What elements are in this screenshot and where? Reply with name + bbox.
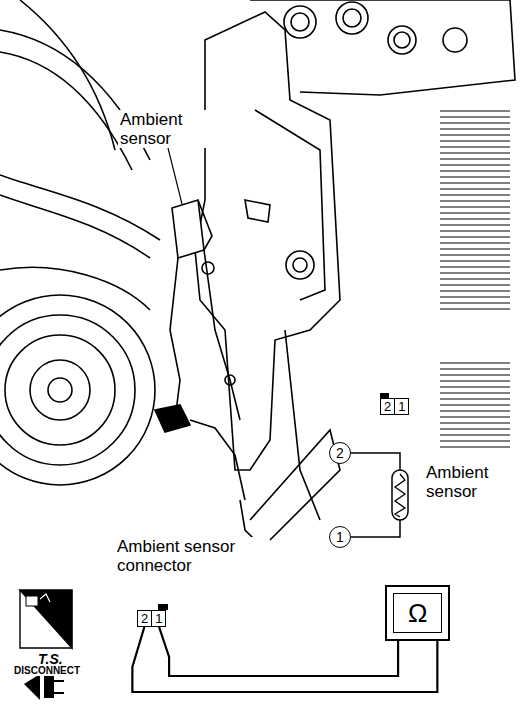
terminal-circle: 1	[329, 526, 351, 548]
pin-number: 1	[336, 529, 344, 545]
resistor-symbol	[392, 470, 408, 520]
pin-number: 1	[394, 399, 408, 414]
ohmmeter: Ω	[385, 585, 450, 641]
part-name: Ambient sensor connector	[115, 537, 269, 575]
connector-icon: 21	[380, 398, 409, 415]
meter-screen: Ω	[393, 593, 442, 633]
terminal-circle: 2	[329, 442, 351, 464]
unit-symbol: Ω	[408, 598, 427, 628]
pin-number: 2	[381, 399, 394, 414]
test-lead	[159, 627, 398, 676]
pin-number: 1	[151, 611, 165, 626]
sensor-connector: 21	[137, 610, 166, 627]
part-name: Ambient sensor	[424, 463, 508, 501]
pin-number: 2	[138, 611, 151, 626]
part-name: Ambient sensor	[118, 110, 212, 148]
pin-number: 2	[336, 445, 344, 461]
symbol-text: DISCONNECT	[12, 665, 86, 676]
